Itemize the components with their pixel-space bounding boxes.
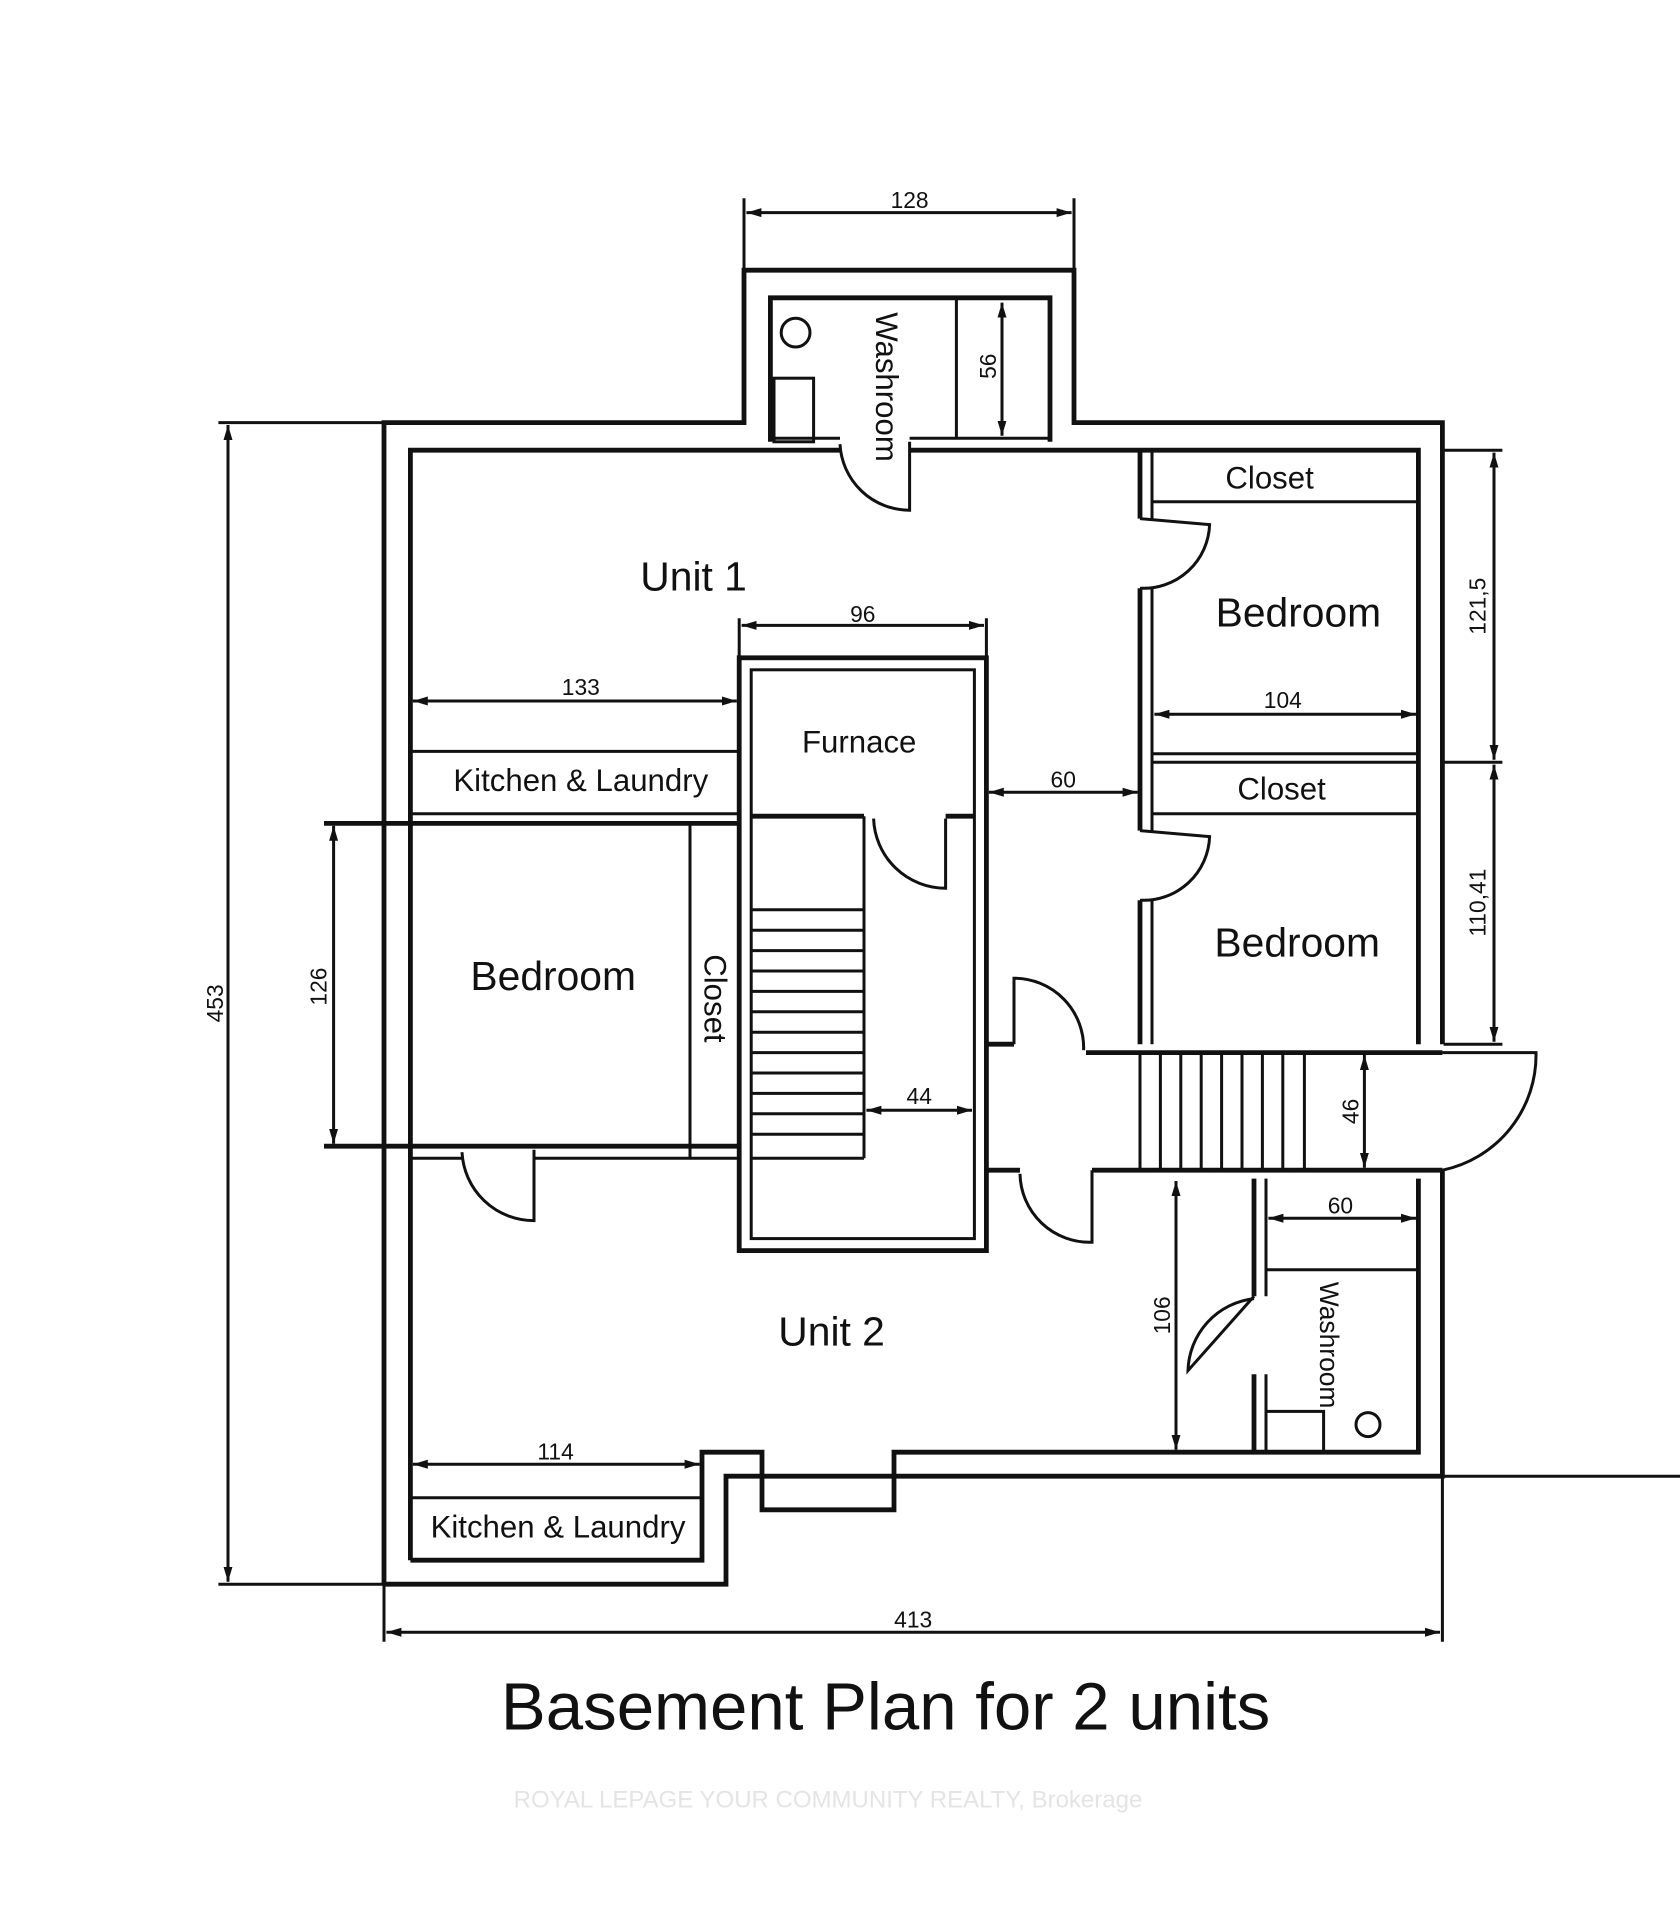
washroom-unit2: 60 Washroom 106 [1149, 1178, 1419, 1454]
dim-exterior-stair-width: 46 [1337, 1099, 1363, 1124]
toilet-icon [1354, 1411, 1382, 1439]
room-label-closet-left: Closet [697, 954, 732, 1043]
door-icon [872, 818, 948, 890]
room-label-washroom-top: Washroom [869, 312, 904, 462]
bathtub-icon [1264, 1409, 1326, 1454]
room-label-furnace: Furnace [802, 725, 916, 760]
dim-washroom2-width: 60 [1328, 1192, 1353, 1218]
room-label-closet-mid: Closet [1237, 771, 1326, 806]
dim-washroom2-height: 106 [1149, 1296, 1175, 1334]
watermark: ROYAL LEPAGE YOUR COMMUNITY REALTY, Brok… [514, 1786, 1143, 1813]
right-bedrooms: Closet Bedroom 104 Closet Bedroom [1137, 450, 1419, 1045]
staircase-icon [1138, 1052, 1306, 1171]
door-icon [838, 441, 912, 512]
exterior-stairs: 46 [986, 976, 1538, 1244]
door-icon [460, 1149, 536, 1223]
plan-title: Basement Plan for 2 units [501, 1669, 1270, 1744]
room-label-kitchen-laundry-2: Kitchen & Laundry [431, 1509, 686, 1544]
door-icon [1018, 1170, 1094, 1244]
door-icon [1012, 976, 1086, 1051]
door-icon [1139, 517, 1212, 590]
sink-icon [772, 376, 816, 444]
dim-furnace-width: 96 [850, 601, 875, 627]
dim-bedroom-right-width: 104 [1264, 687, 1302, 713]
dim-bedroom-right-top-height: 121,5 [1465, 578, 1491, 635]
room-label-unit1: Unit 1 [640, 554, 747, 600]
dim-kitchen2-width: 114 [537, 1438, 574, 1464]
dim-corridor-width: 60 [1051, 766, 1076, 792]
exterior-walls [381, 267, 1680, 1587]
dim-bedroom-right-bottom-height: 110,41 [1465, 869, 1491, 937]
room-label-kitchen-laundry-1: Kitchen & Laundry [453, 763, 708, 798]
door-icon [1442, 1051, 1538, 1172]
washroom-unit1: Washroom 56 [768, 295, 1053, 512]
door-icon [1186, 1295, 1256, 1375]
left-rooms: 133 Kitchen & Laundry Bedroom Closet 126 [305, 674, 740, 1223]
dim-washroom-width: 128 [891, 187, 929, 213]
door-icon [1139, 829, 1212, 902]
overall-dimensions: 128 453 413 [202, 187, 1444, 1642]
furnace-stair-block: Furnace 44 96 60 [736, 601, 1138, 1253]
right-dimensions: 121,5 110,41 [1443, 448, 1503, 1046]
dim-total-width: 413 [894, 1606, 932, 1632]
dim-kitchen1-width: 133 [562, 674, 600, 700]
room-label-bedroom-left: Bedroom [470, 953, 636, 999]
kitchen-unit2: 114 Kitchen & Laundry [410, 1438, 702, 1544]
room-label-closet-top: Closet [1225, 461, 1314, 496]
toilet-icon [779, 316, 812, 349]
room-label-unit2: Unit 2 [778, 1308, 885, 1354]
room-label-washroom-bottom: Washroom [1314, 1282, 1344, 1409]
dim-bedroom-left-height: 126 [305, 968, 331, 1006]
room-label-bedroom-right-top: Bedroom [1216, 590, 1382, 636]
room-label-bedroom-right-bottom: Bedroom [1214, 920, 1380, 966]
dim-total-height: 453 [202, 984, 228, 1022]
dim-stair-width: 44 [907, 1083, 933, 1109]
staircase-icon [751, 908, 864, 1136]
dim-washroom-depth: 56 [975, 354, 1001, 379]
